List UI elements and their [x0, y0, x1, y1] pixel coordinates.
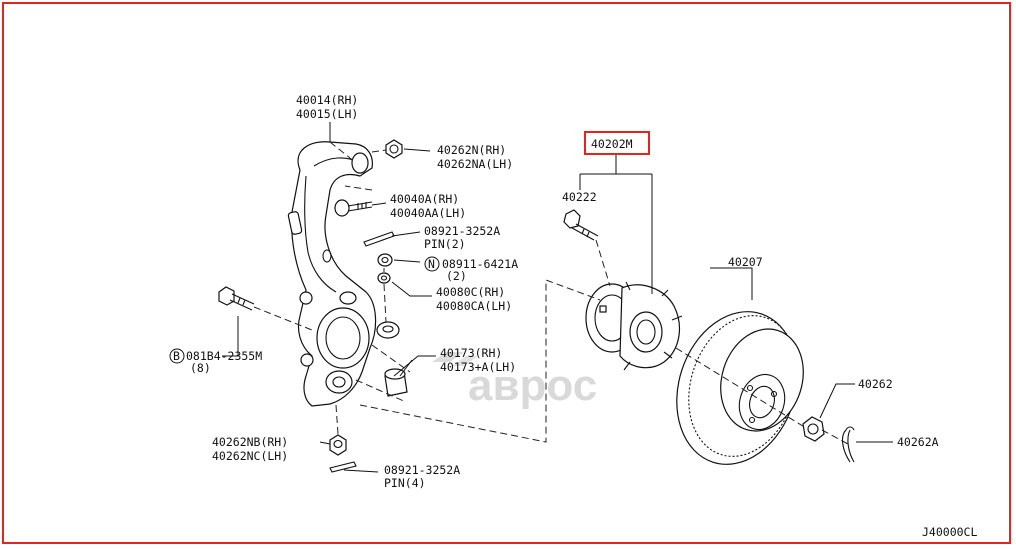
- label-knuckle-rh: 40014(RH): [296, 93, 358, 107]
- highlight-box: [584, 131, 650, 155]
- top-nut[interactable]: [385, 139, 403, 159]
- label-washer-qty: (2): [446, 269, 467, 283]
- label-washer-code: 08911-6421A: [442, 257, 518, 271]
- alignment-lines: [253, 149, 849, 445]
- label-bolt-side: 081B4-2355M: [186, 349, 262, 363]
- part-labels: 40014(RH) 40015(LH) 40262N(RH) 40262NA(L…: [186, 93, 977, 539]
- leader-lines: [222, 122, 893, 473]
- diagram-code: J40000CL: [922, 525, 977, 539]
- label-pin-top: 08921-3252A: [424, 224, 500, 238]
- label-bolt-side-qty: (8): [190, 361, 211, 375]
- label-cotter-pin: 40262A: [897, 435, 939, 449]
- hub-nut[interactable]: [802, 416, 825, 442]
- label-pin-bottom-qty: PIN(4): [384, 476, 426, 490]
- side-bolt-marker-icon: B: [169, 348, 185, 364]
- brake-rotor[interactable]: [658, 296, 817, 480]
- label-nut-bottom-rh: 40262NB(RH): [212, 435, 288, 449]
- label-nut-top-rh: 40262N(RH): [437, 143, 506, 157]
- label-nut-bottom-lh: 40262NC(LH): [212, 449, 288, 463]
- bottom-cotter-pin[interactable]: [329, 461, 357, 473]
- label-hub-nut: 40262: [858, 377, 893, 391]
- dust-cover[interactable]: [377, 272, 391, 284]
- knuckle-bolt[interactable]: [334, 199, 373, 217]
- label-pin-top-qty: PIN(2): [424, 237, 466, 251]
- label-bolt-rh: 40040A(RH): [390, 192, 459, 206]
- label-hub-assembly: 40202M: [591, 137, 633, 151]
- label-cover-rh: 40080C(RH): [436, 285, 505, 299]
- washer-marker-icon: N: [424, 256, 440, 272]
- washer[interactable]: [377, 253, 393, 267]
- hub-cotter-pin[interactable]: [841, 426, 855, 463]
- bottom-nut[interactable]: [329, 434, 347, 456]
- top-cotter-pin[interactable]: [363, 231, 395, 247]
- watermark-text: аврос: [468, 361, 597, 410]
- steering-knuckle[interactable]: [287, 141, 377, 407]
- watermark: аврос: [432, 352, 597, 410]
- bushing-upper[interactable]: [376, 321, 400, 339]
- label-cover-lh: 40080CA(LH): [436, 299, 512, 313]
- side-bolt[interactable]: [218, 286, 255, 311]
- svg-text:B: B: [173, 349, 180, 363]
- wheel-hub-assembly[interactable]: [585, 281, 683, 371]
- bushing-lower[interactable]: [384, 368, 408, 397]
- label-bolt-lh: 40040AA(LH): [390, 206, 466, 220]
- label-nut-top-lh: 40262NA(LH): [437, 157, 513, 171]
- label-bushing-rh: 40173(RH): [440, 346, 502, 360]
- label-pin-bottom: 08921-3252A: [384, 463, 460, 477]
- label-rotor: 40207: [728, 255, 763, 269]
- svg-text:N: N: [428, 257, 435, 271]
- label-knuckle-lh: 40015(LH): [296, 107, 358, 121]
- label-bushing-lh: 40173+A(LH): [440, 360, 516, 374]
- label-hub-bolt: 40222: [562, 190, 597, 204]
- hub-bolt[interactable]: [563, 209, 599, 241]
- watermark-logo-icon: [432, 352, 478, 366]
